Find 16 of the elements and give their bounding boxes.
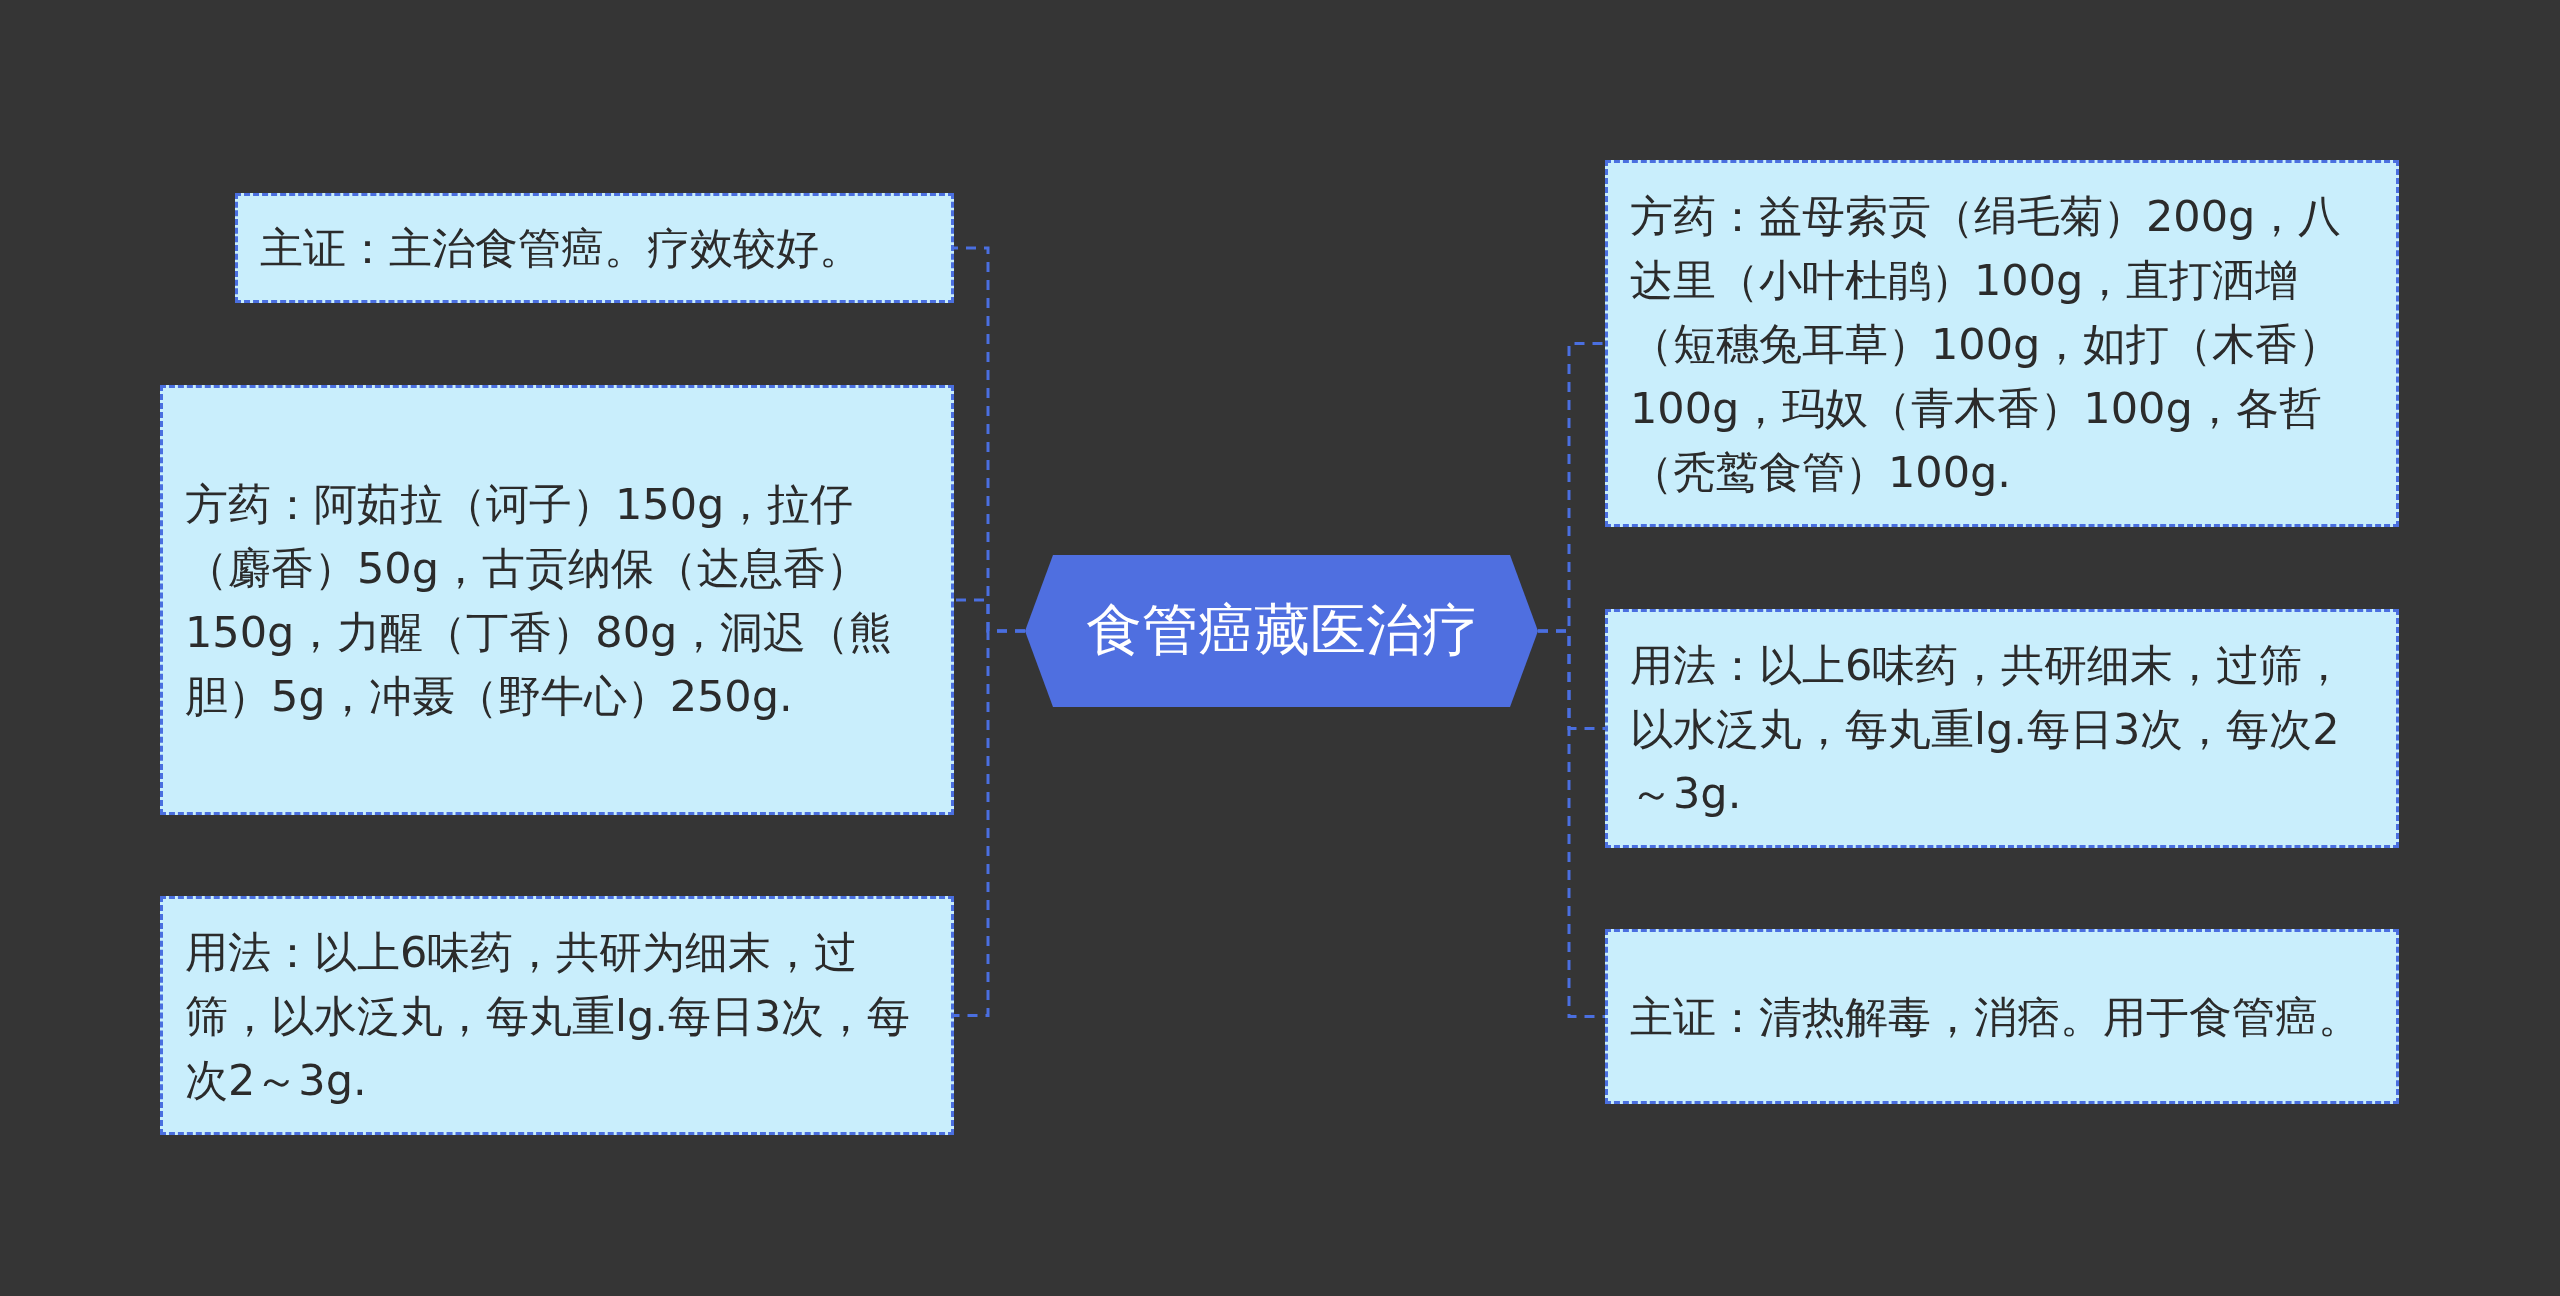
topic-box bbox=[235, 193, 954, 303]
topic-text: 方药：阿茹拉（诃子）150g，拉仔（麝香）50g，古贡纳保（达息香）150g，力醒（丁香）80g，洞迟（熊胆）5g，冲聂（野牛心）250g. bbox=[185, 478, 894, 723]
topic-text: 主证：清热解毒，消痞。用于食管癌。 bbox=[1630, 990, 2361, 1044]
topic-box bbox=[1605, 160, 2399, 527]
topic-box bbox=[1605, 929, 2399, 1104]
topic-text: 方药：益母索贡（绢毛菊）200g，八达里（小叶杜鹃）100g，直打洒增（短穗兔耳草）100g，如打（木香）100g，玛奴（青木香）100g，各哲（秃鹫食管）100g. bbox=[1630, 189, 2343, 499]
topic-box bbox=[160, 385, 954, 815]
topic-box bbox=[1605, 609, 2399, 848]
central-topic-text: 食管癌藏医治疗 bbox=[1084, 596, 1479, 664]
topic-text: 用法：以上6味药，共研为细末，过筛，以水泛丸，每丸重lg.每日3次，每次2～3g. bbox=[185, 925, 912, 1107]
topic-hexagon bbox=[1025, 555, 1538, 707]
connector-line bbox=[1538, 629, 1605, 1018]
topic-text: 用法：以上6味药，共研细末，过筛，以水泛丸，每丸重lg.每日3次，每次2～3g. bbox=[1630, 638, 2347, 820]
topic-text: 主证：主治食管癌。疗效较好。 bbox=[260, 222, 862, 275]
connector-line bbox=[954, 629, 1025, 1017]
topic-box bbox=[160, 896, 954, 1135]
